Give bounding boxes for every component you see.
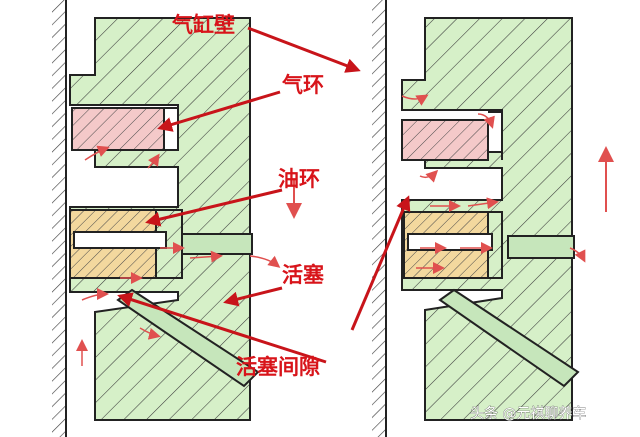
right-flow-arrows [401,94,586,274]
arrow-clearance-left [117,292,327,364]
label-cylinder-wall: 气缸壁 [171,13,235,37]
arrow-oil-ring [145,188,283,227]
watermark: 头条 @元祺聊养车 [470,405,587,423]
left-oil-drain-pin [181,233,253,255]
arrow-cylinder-wall [247,26,361,73]
left-piston-ring [71,107,179,151]
left-oil-ring [69,209,183,279]
arrow-piston-ring [157,90,281,132]
labels: 气缸壁 气环 油环 活塞 活塞间隙 [171,13,325,379]
right-panel [372,0,614,437]
watermark-text: 头条 @元祺聊养车 [470,405,586,422]
label-piston: 活塞 [282,263,325,287]
right-oil-channel [438,288,580,388]
label-oil-ring: 油环 [278,167,320,191]
right-piston-ring [401,111,503,161]
left-flow-arrows [76,145,281,366]
label-piston-ring: 气环 [281,73,324,97]
arrow-clearance-right [350,195,411,331]
right-cylinder-wall [372,0,387,437]
label-piston-clearance: 活塞间隙 [236,355,320,379]
arrow-piston [223,286,283,307]
right-oil-drain-pin [507,235,575,259]
callout-arrows [117,26,411,364]
left-cylinder-wall [52,0,67,437]
right-oil-ring [403,211,503,279]
